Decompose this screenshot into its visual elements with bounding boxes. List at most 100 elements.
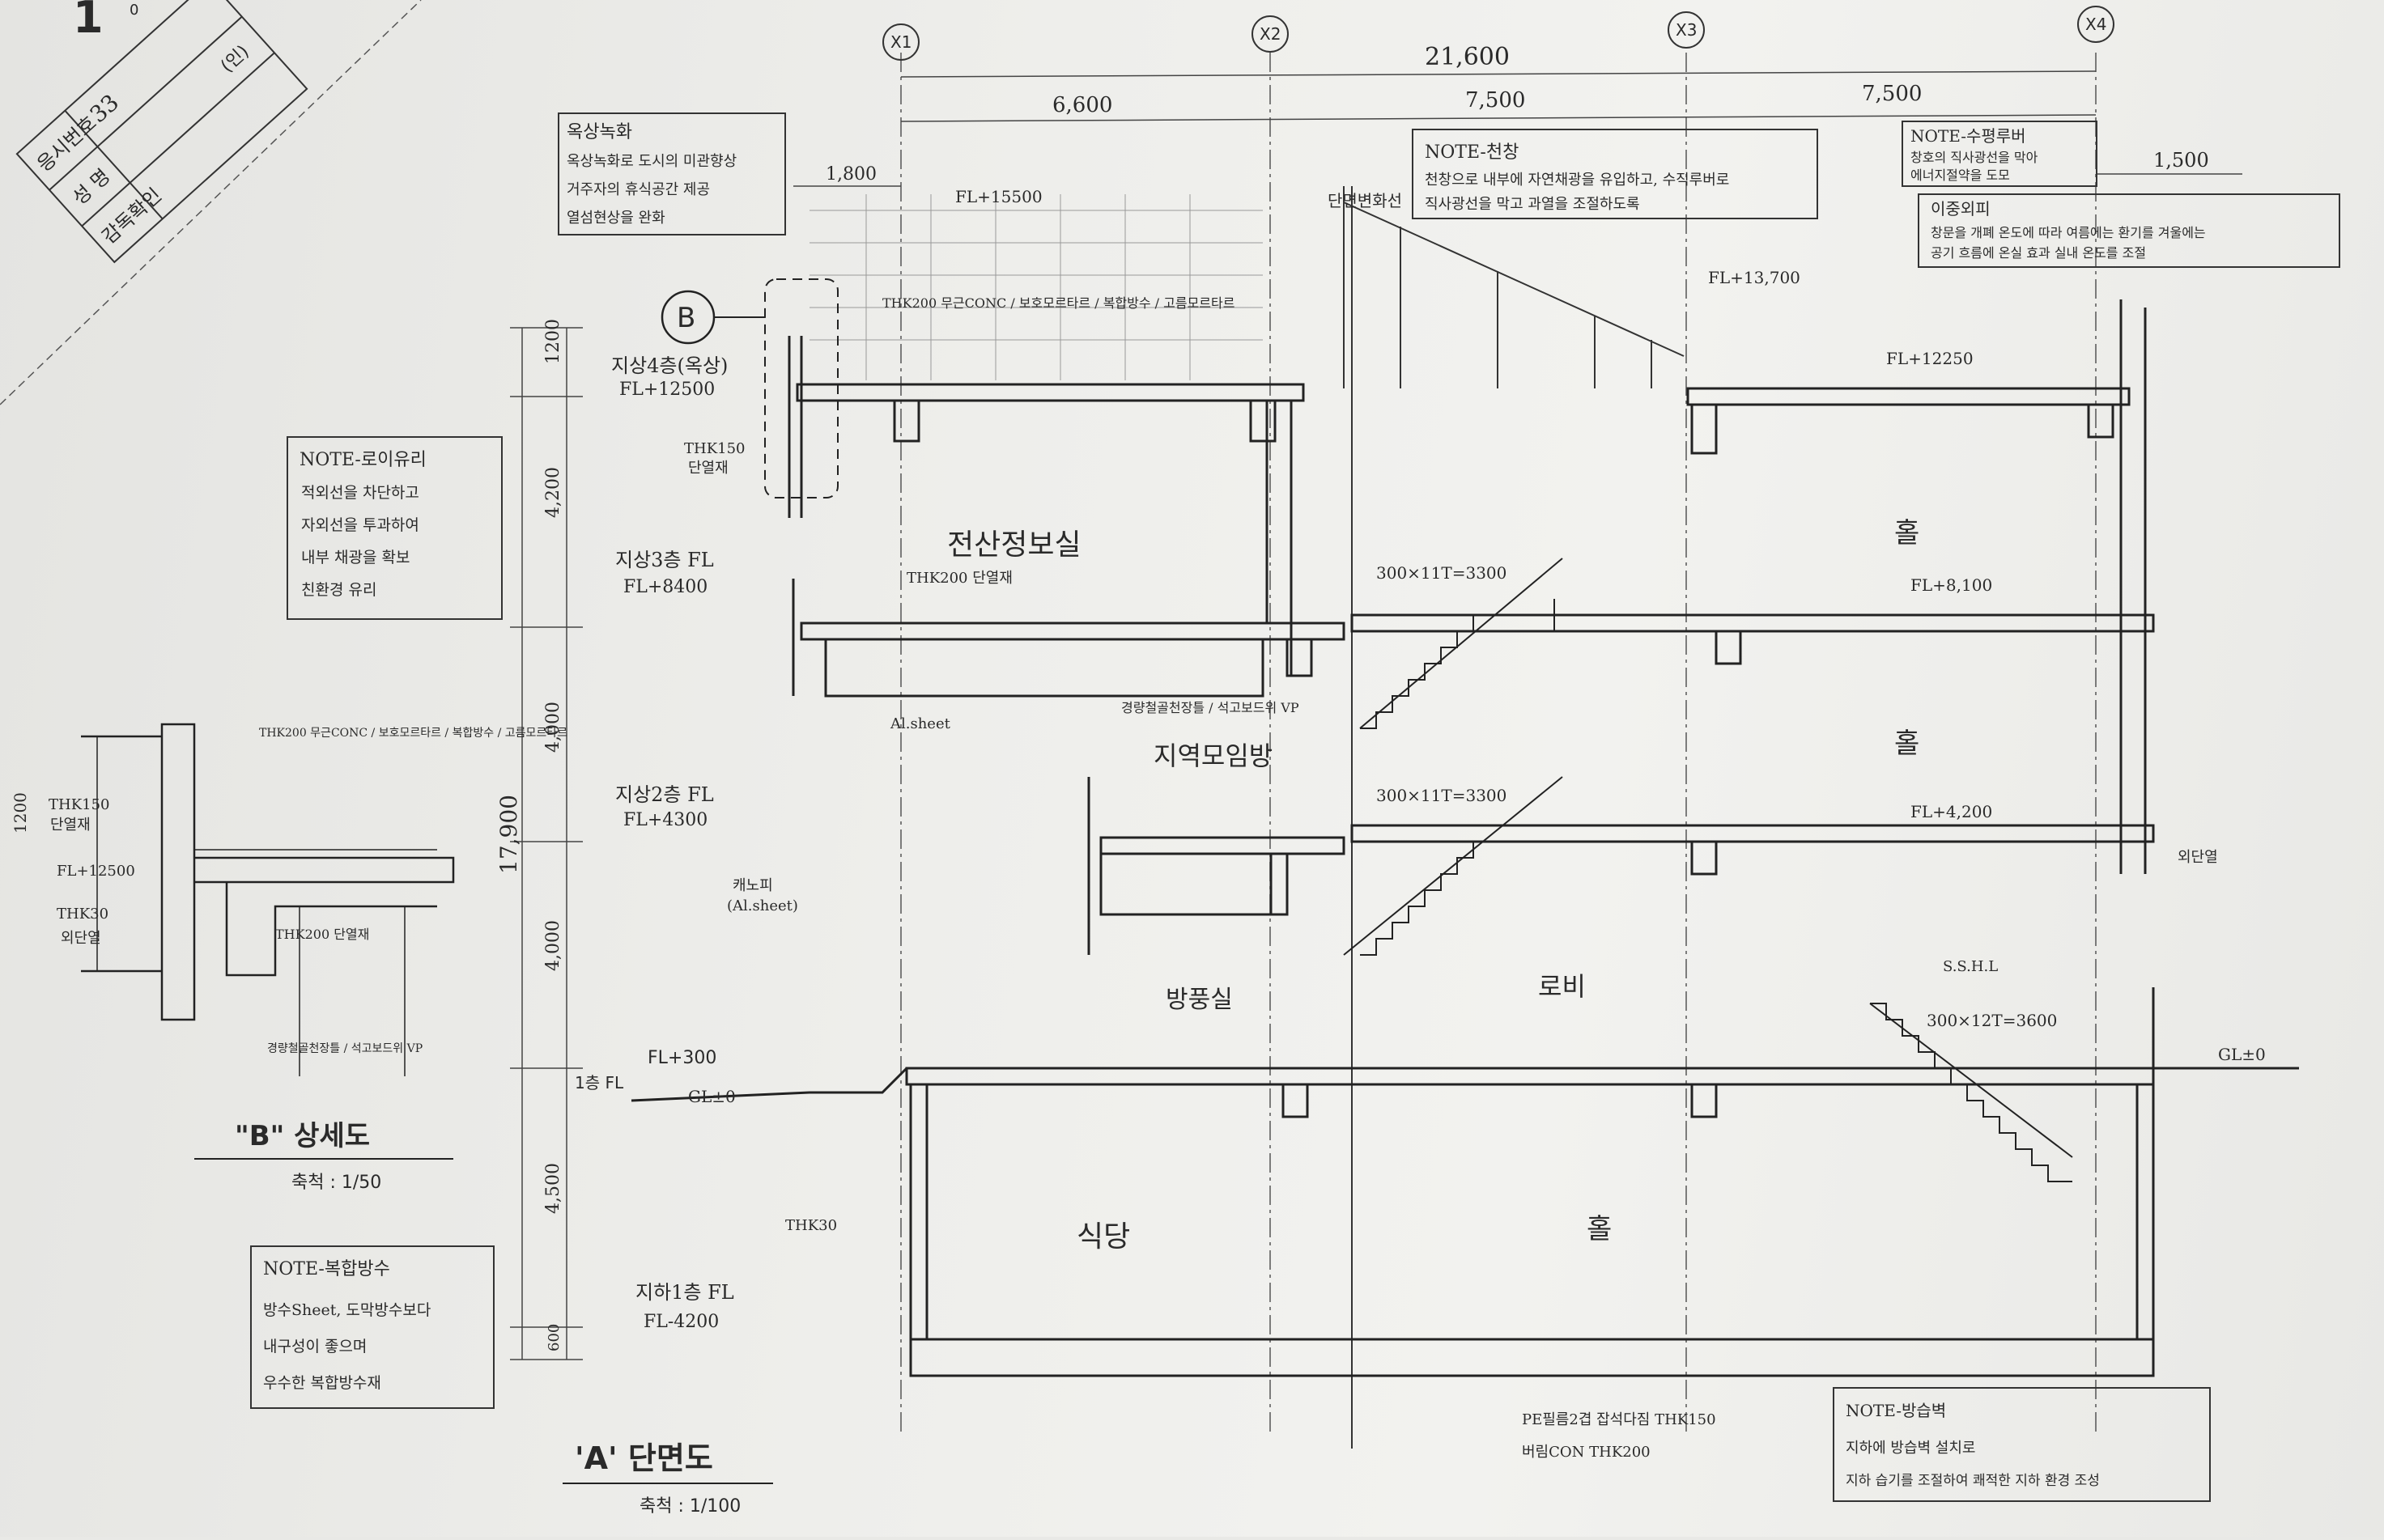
label-alsheet: Al.sheet [890, 715, 951, 732]
room-r1: 전산정보실 [947, 528, 1082, 562]
label-pit: PE필름2겹 잡석다짐 THK150 [1522, 1411, 1716, 1428]
stair-label-ssl: S.S.H.L [1943, 958, 1998, 975]
exam-stamp: 응시번호 33 성 명 (인) 감독확인 [15, 0, 308, 264]
dim-total-height: 17,900 [495, 795, 522, 874]
horizontal-dimensions [793, 70, 2242, 187]
detail-b-drawing [81, 723, 455, 1076]
level-roof-fl: FL+12500 [619, 380, 715, 400]
skylight-louvers [1343, 186, 1685, 388]
svg-text:열섬현상을 완화: 열섬현상을 완화 [567, 210, 665, 227]
detail-thk30: THK30 [57, 906, 108, 923]
level-2f: 지상2층 FL [615, 783, 714, 806]
svg-text:옥상녹화: 옥상녹화 [567, 122, 632, 142]
svg-text:NOTE-로이유리: NOTE-로이유리 [300, 450, 427, 470]
label-thk150: THK150 [684, 440, 746, 457]
svg-text:방수Sheet, 도막방수보다: 방수Sheet, 도막방수보다 [263, 1301, 431, 1319]
dim-span3: 7,500 [1862, 82, 1922, 106]
note-roof-garden: 옥상녹화 옥상녹화로 도시의 미관향상 거주자의 휴식공간 제공 열섬현상을 완… [558, 112, 786, 235]
detail-roof-layers: THK200 무근CONC / 보호모르타르 / 복합방수 / 고름모르타르 [259, 727, 567, 740]
detail-height: 1200 [11, 792, 30, 834]
svg-text:창문을 개폐 온도에 따라 여름에는 환기를 겨울에는: 창문을 개폐 온도에 따라 여름에는 환기를 겨울에는 [1931, 225, 2206, 240]
svg-text:NOTE-복합방수: NOTE-복합방수 [263, 1259, 390, 1279]
grid-bubbles: X1 X2 X3 X4 [882, 6, 2114, 61]
label-canopy: 캐노피 [733, 877, 773, 894]
stamp-fold-line [0, 0, 422, 405]
label-dan: 단열재 [688, 460, 729, 477]
svg-text:NOTE-천창: NOTE-천창 [1425, 142, 1519, 163]
section-cut-label: 단면변화선 [1328, 191, 1402, 210]
stamp-row3-label: 감독확인 [98, 184, 166, 248]
label-thk200: THK200 단열재 [907, 570, 1013, 587]
dim-total: 21,600 [1425, 43, 1510, 71]
note-louver: NOTE-수평루버 창호의 직사광선을 막아 에너지절약을 도모 [1902, 121, 2097, 187]
detail-b-tag: B [677, 302, 695, 334]
level-roof: 지상4층(옥상) [611, 354, 728, 377]
stamp-row1-label: 응시번호 [32, 112, 100, 176]
svg-text:에너지절약을 도모: 에너지절약을 도모 [1910, 168, 2010, 183]
level-3f-fl: FL+8400 [623, 577, 708, 597]
structure [631, 299, 2299, 1377]
room-r6: 홀 [1894, 728, 1919, 760]
detail-thk150: THK150 [49, 796, 110, 813]
level-b1: 지하1층 FL [635, 1281, 734, 1304]
grid-x2: X2 [1260, 24, 1281, 44]
detail-b-callout: B [661, 278, 839, 498]
dim-left-offset: 1,800 [826, 164, 877, 185]
stair-label-2: 300×11T=3300 [1376, 786, 1506, 805]
note-moisture-wall: NOTE-방습벽 지하에 방습벽 설치로 지하 습기를 조절하여 쾌적한 지하 … [1833, 1387, 2211, 1502]
svg-text:우수한 복합방수재: 우수한 복합방수재 [263, 1374, 381, 1392]
section-scale: 축척 : 1/100 [640, 1496, 741, 1517]
svg-text:NOTE-수평루버: NOTE-수평루버 [1910, 126, 2026, 146]
svg-text:이중외피: 이중외피 [1931, 199, 1991, 218]
grid-x3: X3 [1676, 20, 1697, 40]
level-labels: 지상4층(옥상) FL+12500 지상3층 FL FL+8400 지상2층 F… [575, 187, 2266, 1332]
svg-text:지하에 방습벽 설치로: 지하에 방습벽 설치로 [1846, 1440, 1975, 1457]
page-number: 1 [73, 0, 104, 43]
label-canopy2: (Al.sheet) [727, 897, 798, 914]
dim-span2: 7,500 [1465, 88, 1525, 112]
level-skylight: FL+13,700 [1708, 268, 1800, 287]
detail-insul: 외단열 [61, 930, 101, 947]
detail-title: "B" 상세도 [235, 1120, 370, 1152]
label-roof-layers: THK200 무근CONC / 보호모르타르 / 복합방수 / 고름모르타르 [882, 295, 1234, 311]
dim-cantilever: 1,500 [2153, 149, 2209, 172]
dim-h3: 4,000 [543, 702, 563, 753]
room-r4: 로비 [1538, 971, 1586, 1002]
svg-text:적외선을 차단하고: 적외선을 차단하고 [301, 484, 419, 502]
room-r5: 홀 [1894, 517, 1919, 549]
svg-text:공기 흐름에 온실 효과 실내 온도를 조절: 공기 흐름에 온실 효과 실내 온도를 조절 [1931, 245, 2146, 261]
dim-h2: 4,200 [543, 467, 563, 518]
detail-fl: FL+12500 [57, 863, 135, 880]
svg-text:창호의 직사광선을 막아: 창호의 직사광선을 막아 [1910, 150, 2038, 165]
svg-text:거주자의 휴식공간 제공: 거주자의 휴식공간 제공 [567, 181, 710, 198]
level-b1-fl: FL-4200 [644, 1312, 719, 1332]
label-floor-layers: 경량철골천장틀 / 석고보드위 VP [1121, 700, 1299, 715]
level-right-gl: GL±0 [2218, 1045, 2266, 1064]
vertical-dimensions [510, 327, 583, 1360]
svg-text:친환경 유리: 친환경 유리 [301, 581, 376, 599]
grid-axes [900, 53, 2097, 1449]
dim-h6: 600 [546, 1324, 563, 1351]
level-top: FL+15500 [955, 187, 1043, 206]
detail-scale: 축척 : 1/50 [291, 1173, 381, 1193]
level-gl: GL±0 [688, 1087, 736, 1106]
detail-thk200: THK200 단열재 [275, 927, 369, 942]
room-r3: 방풍실 [1166, 986, 1233, 1014]
level-right-3f: FL+8,100 [1910, 575, 1992, 595]
level-2f-fl: FL+4300 [623, 810, 708, 830]
level-1f: 1층 FL [575, 1073, 624, 1092]
level-right-roof: FL+12250 [1886, 349, 1974, 368]
label-bf: 버림CON THK200 [1522, 1444, 1651, 1461]
dim-span1: 6,600 [1052, 93, 1112, 117]
stair-label-1: 300×11T=3300 [1376, 563, 1506, 583]
note-low-e-glass: NOTE-로이유리 적외선을 차단하고 자외선을 투과하여 내부 채광을 확보 … [287, 436, 503, 620]
dim-h5: 4,500 [543, 1163, 563, 1214]
level-1f-fl: FL+300 [648, 1048, 716, 1068]
label-insul: 외단열 [2178, 849, 2218, 866]
level-right-2f: FL+4,200 [1910, 802, 1992, 821]
dim-h1: 1200 [543, 319, 563, 364]
room-r2: 지역모임방 [1154, 740, 1273, 771]
svg-text:NOTE-방습벽: NOTE-방습벽 [1846, 1401, 1946, 1420]
